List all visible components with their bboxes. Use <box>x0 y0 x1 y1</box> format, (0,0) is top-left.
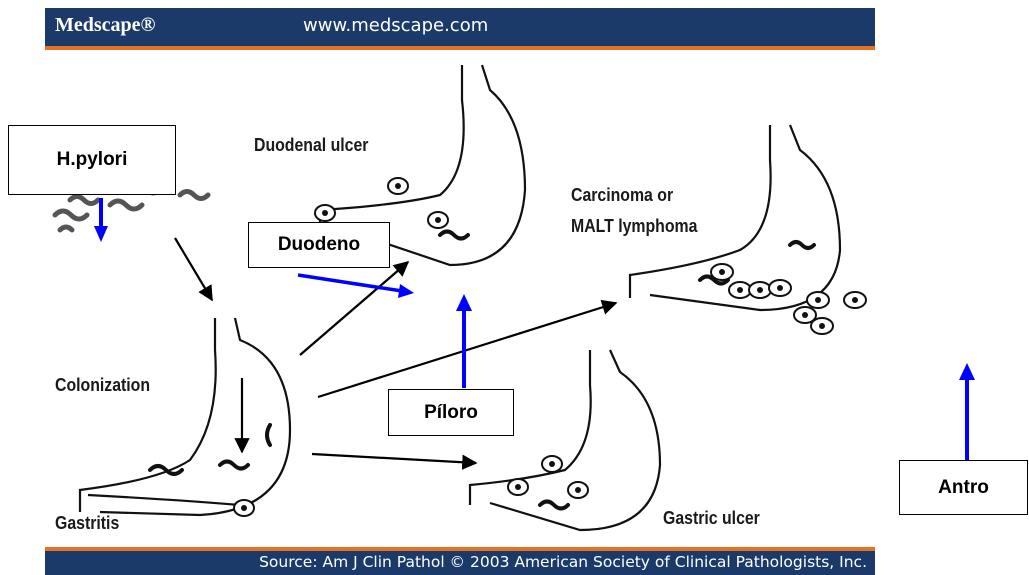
annotation-h-pylori: H.pylori <box>8 125 176 195</box>
annotation-piloro: Píloro <box>388 389 514 436</box>
label-colonization: Colonization <box>55 373 150 397</box>
annotation-antro: Antro <box>899 460 1028 515</box>
label-carcinoma-line1: Carcinoma or <box>571 183 673 207</box>
stomach-gastric <box>470 350 660 530</box>
label-duodenal-ulcer: Duodenal ulcer <box>254 133 368 157</box>
source-citation: Source: Am J Clin Pathol © 2003 American… <box>259 553 867 571</box>
label-gastritis: Gastritis <box>55 511 119 535</box>
footer-bar: Source: Am J Clin Pathol © 2003 American… <box>45 547 875 575</box>
stomach-colonization <box>80 318 290 515</box>
label-carcinoma-line2: MALT lymphoma <box>571 214 697 238</box>
annotation-duodeno: Duodeno <box>248 222 390 268</box>
label-gastric-ulcer: Gastric ulcer <box>663 506 760 530</box>
